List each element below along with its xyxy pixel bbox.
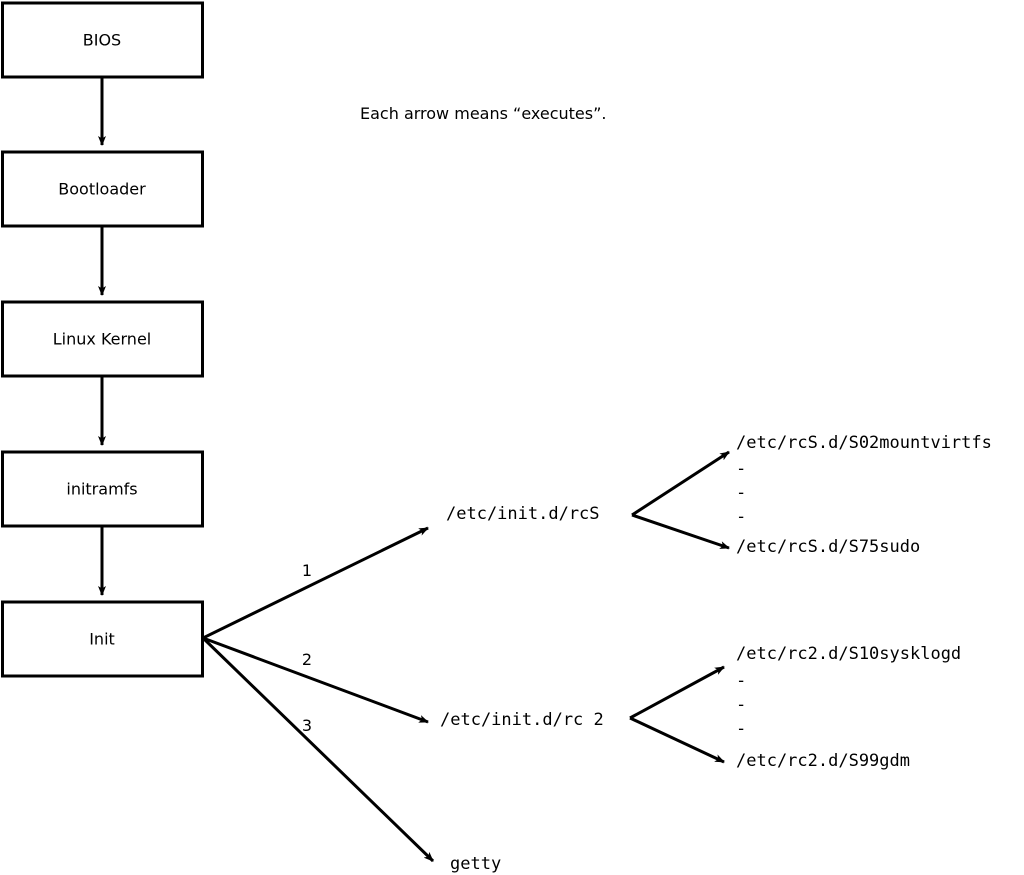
node-init-label: Init bbox=[89, 630, 115, 649]
node-bios[interactable]: BIOS bbox=[1, 1, 204, 79]
rc2-ellipsis-dash-1: - bbox=[736, 671, 746, 691]
node-linux-kernel-label: Linux Kernel bbox=[53, 330, 151, 349]
rcs-ellipsis-dash-1: - bbox=[736, 459, 746, 479]
arrow-init-to-rcs bbox=[202, 526, 429, 640]
label-getty[interactable]: getty bbox=[450, 854, 501, 874]
label-rc2-first-script[interactable]: /etc/rc2.d/S10sysklogd bbox=[736, 644, 961, 664]
edge-number-2: 2 bbox=[302, 650, 312, 669]
label-rcs-first-script[interactable]: /etc/rcS.d/S02mountvirtfs bbox=[736, 433, 992, 453]
node-initramfs[interactable]: initramfs bbox=[1, 450, 204, 528]
arrow-init-to-getty bbox=[201, 636, 435, 863]
node-bootloader[interactable]: Bootloader bbox=[1, 150, 204, 228]
rcs-ellipsis-dash-3: - bbox=[736, 507, 746, 527]
rc2-ellipsis-dash-3: - bbox=[736, 719, 746, 739]
arrow-rcs-to-last-script bbox=[631, 513, 730, 550]
arrow-rc2-to-first-script bbox=[629, 665, 725, 720]
edge-number-1: 1 bbox=[302, 561, 312, 580]
node-initramfs-label: initramfs bbox=[66, 480, 137, 499]
node-init[interactable]: Init bbox=[1, 600, 204, 678]
arrow-init-to-rc2 bbox=[202, 636, 429, 724]
label-init-d-rc2[interactable]: /etc/init.d/rc 2 bbox=[440, 710, 604, 730]
label-rc2-last-script[interactable]: /etc/rc2.d/S99gdm bbox=[736, 751, 910, 771]
node-bootloader-label: Bootloader bbox=[58, 180, 146, 199]
rcs-ellipsis-dash-2: - bbox=[736, 483, 746, 503]
edge-number-3: 3 bbox=[302, 716, 312, 735]
label-init-d-rcs[interactable]: /etc/init.d/rcS bbox=[446, 504, 600, 524]
node-bios-label: BIOS bbox=[83, 31, 121, 50]
arrow-rc2-to-last-script bbox=[629, 716, 725, 764]
label-rcs-last-script[interactable]: /etc/rcS.d/S75sudo bbox=[736, 537, 920, 557]
arrow-rcs-to-first-script bbox=[631, 450, 730, 517]
rc2-ellipsis-dash-2: - bbox=[736, 695, 746, 715]
caption-text: Each arrow means “executes”. bbox=[360, 104, 606, 123]
node-linux-kernel[interactable]: Linux Kernel bbox=[1, 300, 204, 378]
